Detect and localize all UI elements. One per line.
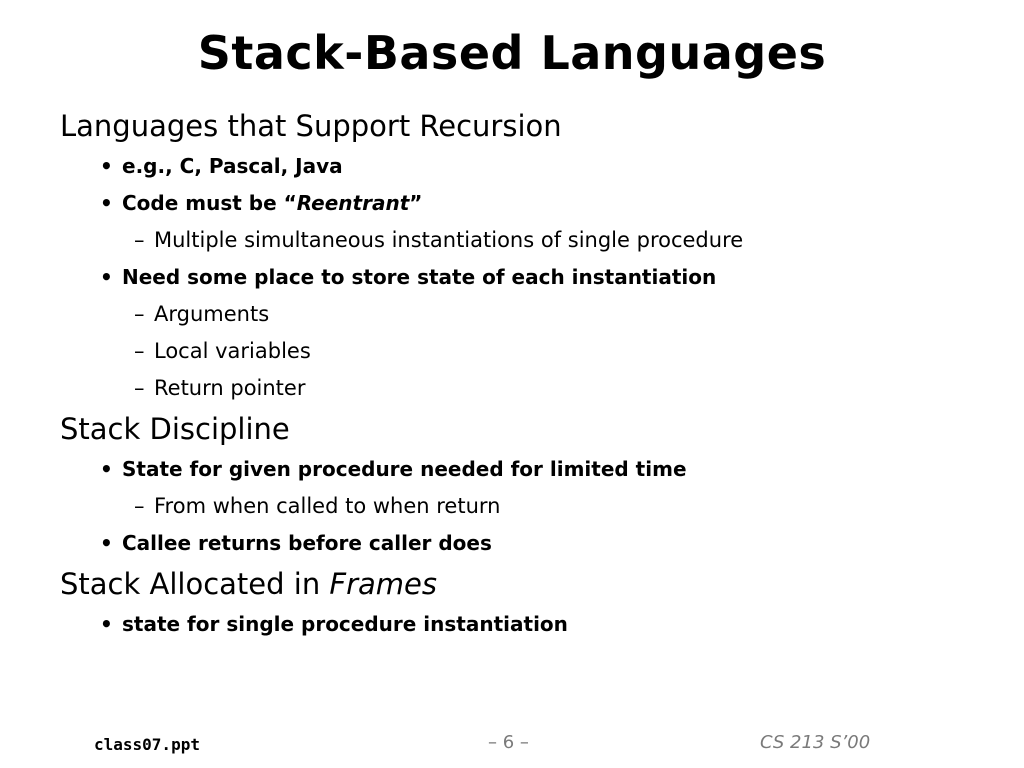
bullet-callee-returns: • Callee returns before caller does — [60, 525, 1000, 562]
bullet-glyph: • — [100, 191, 113, 215]
sub-bullet-text: Multiple simultaneous instantiations of … — [154, 228, 744, 252]
bullet-text: State for given procedure needed for lim… — [122, 457, 687, 481]
footer-course: CS 213 S’00 — [760, 732, 871, 753]
dash-glyph: – — [134, 228, 145, 252]
footer-page-number: – 6 – — [488, 732, 529, 753]
sub-bullet-text: Arguments — [154, 302, 270, 326]
bullet-text-pre: Code must be “ — [122, 191, 297, 215]
sub-bullet-text: Local variables — [154, 339, 311, 363]
bullet-glyph: • — [100, 457, 113, 481]
sub-bullet-text: Return pointer — [154, 376, 306, 400]
bullet-glyph: • — [100, 154, 113, 178]
dash-glyph: – — [134, 339, 145, 363]
section-heading-recursion: Languages that Support Recursion — [60, 109, 562, 143]
sub-bullet-instantiations: – Multiple simultaneous instantiations o… — [60, 222, 1000, 259]
sub-bullet-text: From when called to when return — [154, 494, 501, 518]
slide-title: Stack-Based Languages — [197, 26, 827, 80]
bullet-text: e.g., C, Pascal, Java — [122, 154, 343, 178]
bullet-reentrant: • Code must be “Reentrant” — [60, 185, 1000, 222]
dash-glyph: – — [134, 302, 145, 326]
dash-glyph: – — [134, 494, 145, 518]
bullet-glyph: • — [100, 265, 113, 289]
bullet-text: Callee returns before caller does — [122, 531, 492, 555]
bullet-store-state: • Need some place to store state of each… — [60, 259, 1000, 296]
bullet-glyph: • — [100, 612, 113, 636]
bullet-text: state for single procedure instantiation — [122, 612, 568, 636]
bullet-text: Need some place to store state of each i… — [122, 265, 717, 289]
footer-filename: class07.ppt — [94, 735, 200, 754]
slide-body: Languages that Support Recursion • e.g.,… — [60, 104, 1000, 643]
bullet-text-emphasis: Reentrant — [296, 191, 410, 215]
sub-bullet-arguments: – Arguments — [60, 296, 1000, 333]
bullet-languages-examples: • e.g., C, Pascal, Java — [60, 148, 1000, 185]
section-heading-stack-discipline: Stack Discipline — [60, 412, 290, 446]
bullet-single-procedure-state: • state for single procedure instantiati… — [60, 606, 1000, 643]
dash-glyph: – — [134, 376, 145, 400]
sub-bullet-return-pointer: – Return pointer — [60, 370, 1000, 407]
bullet-limited-time: • State for given procedure needed for l… — [60, 451, 1000, 488]
bullet-glyph: • — [100, 531, 113, 555]
section-heading-frames: Stack Allocated in Frames — [60, 562, 1000, 606]
sub-bullet-local-variables: – Local variables — [60, 333, 1000, 370]
heading-text-pre: Stack Allocated in — [60, 567, 330, 601]
sub-bullet-called-to-return: – From when called to when return — [60, 488, 1000, 525]
heading-text-emphasis: Frames — [329, 567, 437, 601]
bullet-text-post: ” — [409, 191, 423, 215]
